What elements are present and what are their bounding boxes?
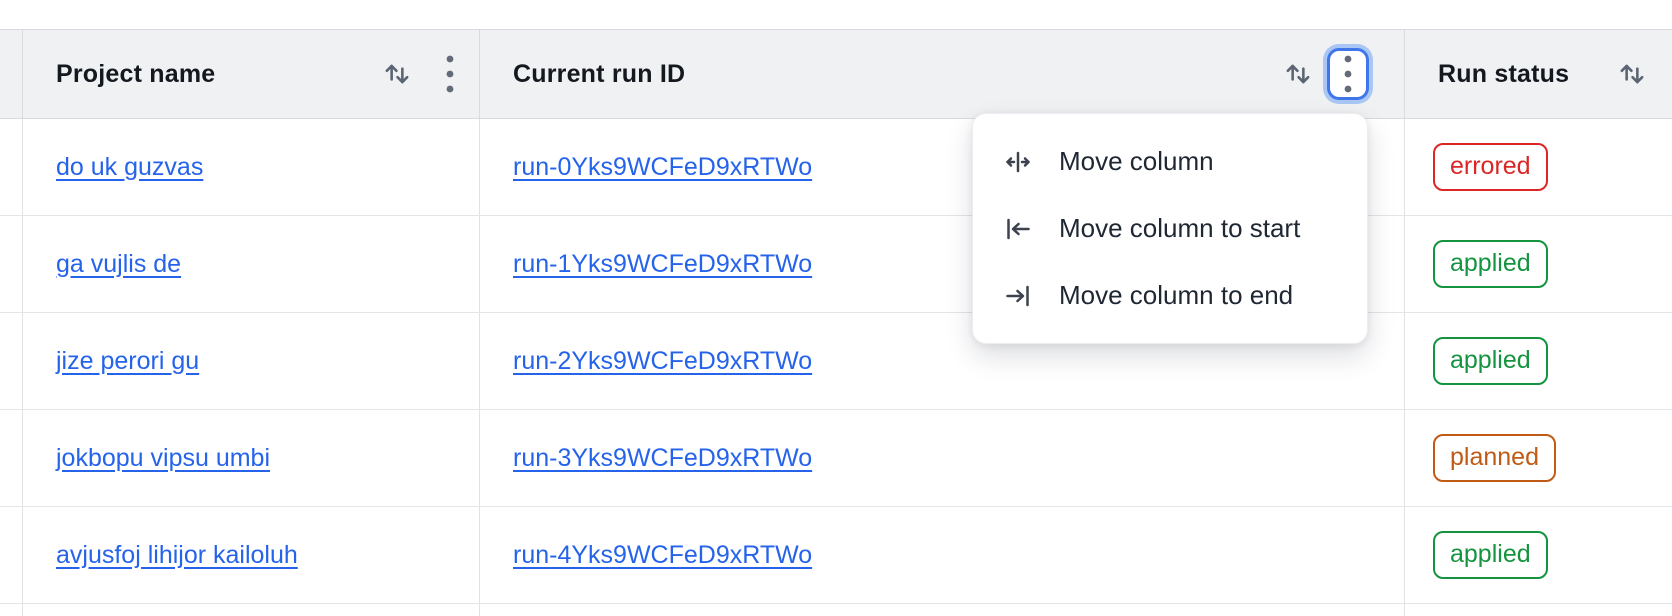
- status-badge-applied: applied: [1433, 240, 1548, 288]
- move-column-icon: [1006, 151, 1030, 172]
- run-id-link[interactable]: run-3Yks9WCFeD9xRTWo: [513, 443, 813, 472]
- header-cell-run-status: Run status: [1404, 30, 1672, 118]
- status-badge-applied: applied: [1433, 337, 1548, 385]
- project-name-link[interactable]: jokbopu vipsu umbi: [56, 443, 271, 472]
- project-name-cell: do uk guzvas: [22, 119, 479, 215]
- column-menu-icon[interactable]: [439, 52, 461, 96]
- move-column-to-end-icon: [1006, 285, 1029, 306]
- current-run-id-cell: run-4Yks9WCFeD9xRTWo: [479, 507, 1404, 603]
- project-name-cell: jokbopu vipsu umbi: [22, 410, 479, 506]
- header-cell-current-run-id: Current run ID: [479, 30, 1404, 118]
- run-id-link[interactable]: run-2Yks9WCFeD9xRTWo: [513, 346, 813, 375]
- project-name-link[interactable]: do uk guzvas: [56, 152, 204, 181]
- run-status-cell: applied: [1404, 507, 1672, 603]
- status-badge-planned: planned: [1433, 434, 1556, 482]
- project-name-link[interactable]: jize perori gu: [56, 346, 200, 375]
- status-badge-applied: applied: [1433, 531, 1548, 579]
- table-row: do uk guzvas run-0Yks9WCFeD9xRTWo errore…: [0, 119, 1672, 216]
- current-run-id-cell: run-1Yks9WCFeD9xRTWo: [479, 216, 1404, 312]
- current-run-id-cell: run-3Yks9WCFeD9xRTWo: [479, 410, 1404, 506]
- menu-item-move-column[interactable]: Move column: [973, 128, 1367, 195]
- table-body: do uk guzvas run-0Yks9WCFeD9xRTWo errore…: [0, 119, 1672, 604]
- current-run-id-cell: run-0Yks9WCFeD9xRTWo: [479, 119, 1404, 215]
- run-id-link[interactable]: run-0Yks9WCFeD9xRTWo: [513, 152, 813, 181]
- column-menu-button-focused[interactable]: [1330, 51, 1366, 97]
- run-status-cell: applied: [1404, 313, 1672, 409]
- column-menu-popup: Move column Move column to start Move co…: [972, 113, 1368, 344]
- run-status-cell: errored: [1404, 119, 1672, 215]
- sort-icon[interactable]: [1616, 58, 1648, 90]
- run-id-link[interactable]: run-4Yks9WCFeD9xRTWo: [513, 540, 813, 569]
- projects-table: Project name Current run ID Run status: [0, 29, 1672, 616]
- table-header-row: Project name Current run ID Run status: [0, 29, 1672, 119]
- table-row: jokbopu vipsu umbi run-3Yks9WCFeD9xRTWo …: [0, 410, 1672, 507]
- sort-icon[interactable]: [1282, 58, 1314, 90]
- run-status-cell: planned: [1404, 410, 1672, 506]
- project-name-link[interactable]: avjusfoj lihijor kailoluh: [56, 540, 298, 569]
- table-row: avjusfoj lihijor kailoluh run-4Yks9WCFeD…: [0, 507, 1672, 604]
- project-name-cell: ga vujlis de: [22, 216, 479, 312]
- move-column-to-start-icon: [1007, 218, 1030, 239]
- column-title-project-name: Project name: [56, 59, 216, 88]
- run-id-link[interactable]: run-1Yks9WCFeD9xRTWo: [513, 249, 813, 278]
- project-name-cell: jize perori gu: [22, 313, 479, 409]
- menu-item-move-column-to-end[interactable]: Move column to end: [973, 262, 1367, 329]
- project-name-cell: avjusfoj lihijor kailoluh: [22, 507, 479, 603]
- table-row-partial: [0, 604, 1672, 616]
- column-title-run-status: Run status: [1438, 59, 1570, 88]
- header-cell-project-name: Project name: [22, 30, 479, 118]
- current-run-id-cell: run-2Yks9WCFeD9xRTWo: [479, 313, 1404, 409]
- table-row: ga vujlis de run-1Yks9WCFeD9xRTWo applie…: [0, 216, 1672, 313]
- project-name-link[interactable]: ga vujlis de: [56, 249, 182, 278]
- menu-item-move-column-to-start[interactable]: Move column to start: [973, 195, 1367, 262]
- table-row: jize perori gu run-2Yks9WCFeD9xRTWo appl…: [0, 313, 1672, 410]
- status-badge-errored: errored: [1433, 143, 1548, 191]
- sort-icon[interactable]: [381, 58, 413, 90]
- column-title-current-run-id: Current run ID: [513, 59, 686, 88]
- run-status-cell: applied: [1404, 216, 1672, 312]
